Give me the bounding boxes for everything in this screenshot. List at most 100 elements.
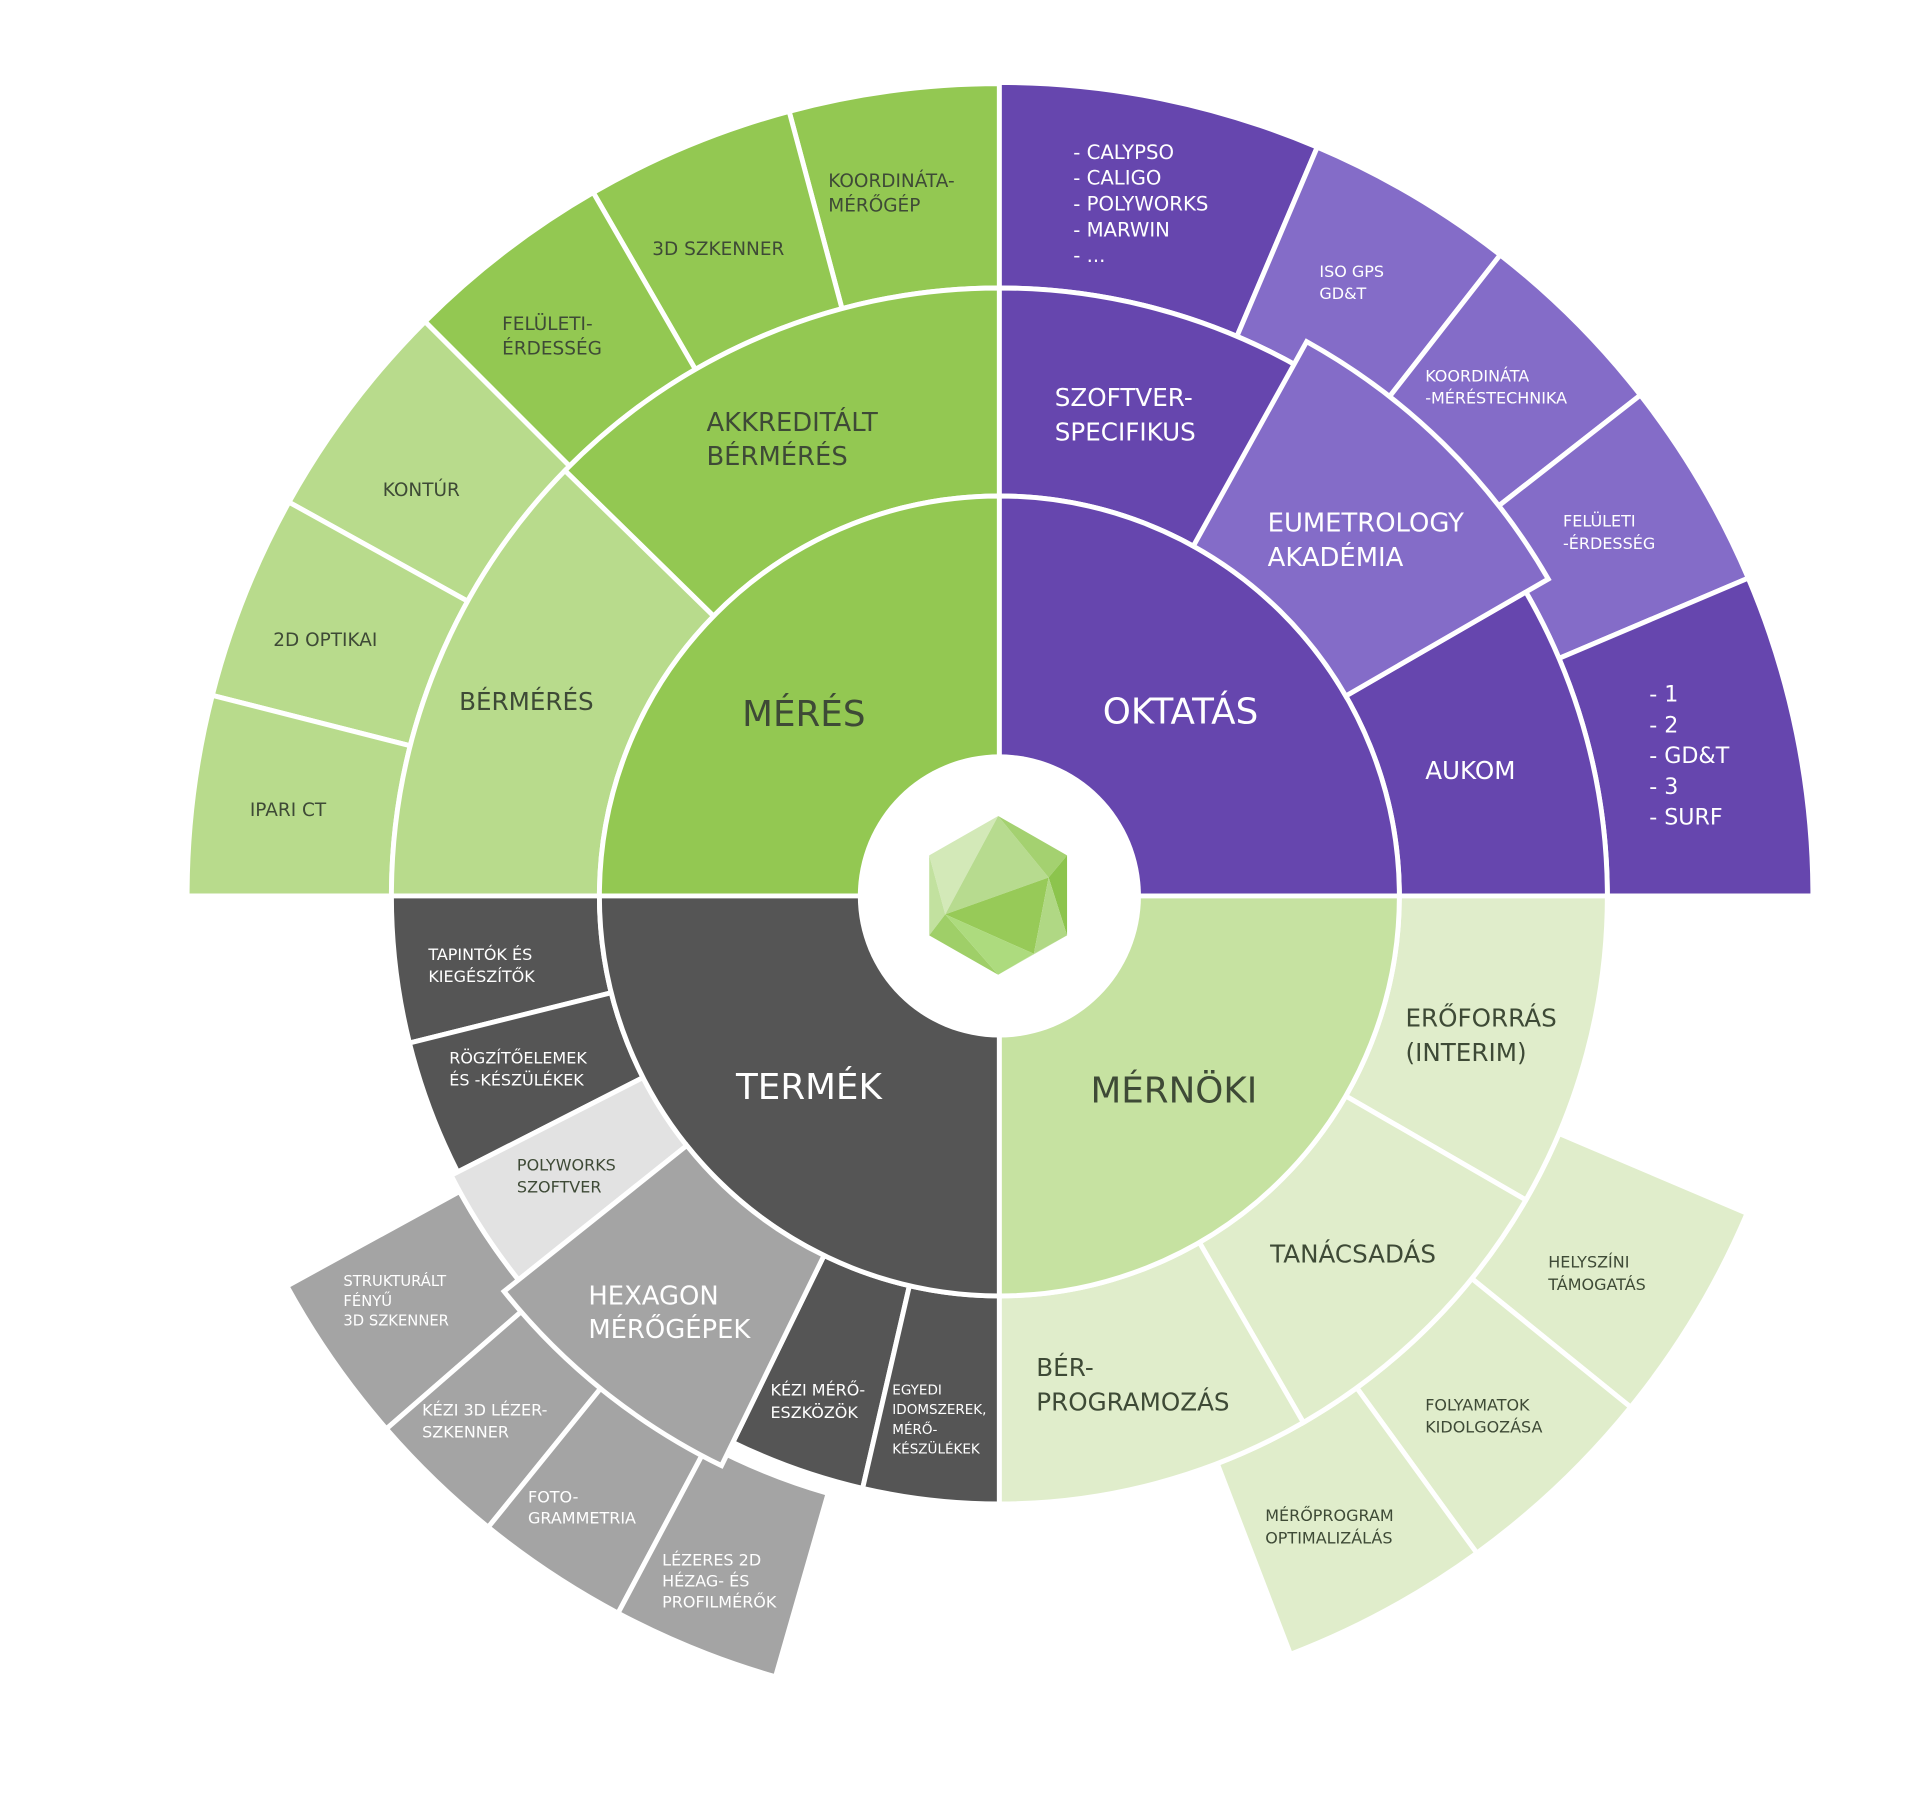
label-line: KÉZI MÉRŐ- (770, 1380, 865, 1400)
label-koordinata-meregep: KOORDINÁTA-MÉRŐGÉP (828, 170, 954, 217)
label-3d-szkenner: 3D SZKENNER (652, 239, 784, 260)
label-line: PROGRAMOZÁS (1036, 1387, 1229, 1416)
label-line: - MARWIN (1073, 218, 1170, 241)
label-kezi-meroeszkozok: KÉZI MÉRŐ- ESZKÖZÖK (770, 1380, 865, 1422)
label-berprogramozas: BÉR-PROGRAMOZÁS (1036, 1353, 1229, 1416)
label-eroforras: ERŐFORRÁS (INTERIM) (1406, 1002, 1557, 1066)
label-line: - SURF (1649, 805, 1722, 831)
logo-facet (998, 815, 1068, 878)
label-line: ÉRDESSÉG (502, 337, 602, 359)
label-line: - 2 (1649, 712, 1678, 738)
hexagon-logo-icon (929, 815, 1068, 975)
label-line: - POLYWORKS (1073, 192, 1208, 215)
label-line: HEXAGON (588, 1282, 718, 1312)
label-termek: TERMÉK (735, 1066, 883, 1108)
label-line: SPECIFIKUS (1055, 418, 1196, 447)
logo-facet (929, 914, 999, 975)
label-szoftver-specifikus: SZOFTVER- SPECIFIKUS (1055, 383, 1196, 446)
label-line: KIEGÉSZÍTŐK (428, 966, 535, 986)
logo-facet (929, 815, 999, 915)
label-line: -MÉRÉSTECHNIKA (1425, 389, 1567, 408)
label-line: MÉRŐ- (892, 1420, 937, 1438)
logo-facet (945, 877, 1049, 954)
label-line: OPTIMALIZÁLÁS (1265, 1528, 1392, 1547)
label-line: KOORDINÁTA- (828, 170, 954, 192)
segment-eumetrology-akademia[interactable] (1189, 338, 1552, 700)
logo-facet (1048, 855, 1068, 936)
label-line: POLYWORKS (517, 1155, 616, 1174)
label-line: FELÜLETI- (502, 313, 592, 335)
label-line: ÉS -KÉSZÜLÉKEK (449, 1070, 584, 1089)
label-line: GRAMMETRIA (528, 1509, 636, 1528)
label-mernoki: MÉRNÖKI (1090, 1070, 1257, 1112)
label-meres: MÉRÉS (742, 693, 865, 735)
label-line: STRUKTURÁLT (343, 1273, 447, 1290)
label-line: - ... (1073, 244, 1105, 267)
label-line: OKTATÁS (1103, 691, 1258, 733)
label-aukom: AUKOM (1425, 756, 1515, 785)
label-line: HELYSZÍNI (1548, 1253, 1629, 1272)
label-line: - GD&T (1649, 743, 1729, 769)
label-line: AKKREDITÁLT (706, 406, 878, 438)
label-line: TERMÉK (735, 1066, 883, 1108)
label-line: KOORDINÁTA (1425, 367, 1529, 386)
label-kontur: KONTÚR (383, 479, 460, 501)
label-line: KÉSZÜLÉKEK (892, 1439, 981, 1457)
label-oktatas: OKTATÁS (1103, 691, 1258, 733)
segment-hexagon-meregepek[interactable] (500, 1142, 828, 1469)
logo-facet (945, 914, 1034, 975)
label-line: - CALIGO (1073, 167, 1161, 190)
label-line: - 1 (1649, 682, 1678, 708)
label-line: BÉRMÉRÉS (459, 687, 594, 716)
segment-lezeres-2d[interactable] (614, 1441, 832, 1680)
label-line: EGYEDI (892, 1382, 942, 1398)
label-line: HÉZAG- ÉS (662, 1571, 749, 1590)
label-line: EUMETROLOGY (1268, 509, 1464, 539)
label-tapintok: TAPINTÓK ÉS KIEGÉSZÍTŐK (427, 945, 535, 986)
label-line: FÉNYŰ (343, 1292, 392, 1310)
label-line: TÁMOGATÁS (1547, 1275, 1646, 1294)
label-line: IPARI CT (250, 800, 327, 821)
logo-facet (945, 815, 1049, 915)
label-line: FOTO- (528, 1488, 578, 1507)
label-line: MÉRŐPROGRAM (1265, 1505, 1393, 1525)
label-line: - 3 (1649, 774, 1678, 800)
label-kezi-3d-lezerszkenner: KÉZI 3D LÉZER-SZKENNER (422, 1400, 547, 1441)
label-tanacsadas: TANÁCSADÁS (1269, 1240, 1436, 1269)
label-bermeres: BÉRMÉRÉS (459, 687, 594, 716)
label-line: AUKOM (1425, 756, 1515, 785)
label-line: (INTERIM) (1406, 1038, 1527, 1067)
label-line: FELÜLETI (1563, 512, 1636, 531)
label-line: AKADÉMIA (1268, 541, 1404, 573)
label-aukom-levels: - 1 - 2 - GD&T - 3 - SURF (1649, 682, 1729, 831)
label-2d-optikai: 2D OPTIKAI (273, 630, 377, 651)
label-line: -ÉRDESSÉG (1563, 534, 1655, 553)
label-line: 3D SZKENNER (652, 239, 784, 260)
label-line: LÉZERES 2D (662, 1550, 761, 1569)
label-line: MÉRNÖKI (1090, 1070, 1257, 1112)
logo-facet (1033, 877, 1068, 954)
label-line: TAPINTÓK ÉS (427, 945, 532, 964)
label-line: SZOFTVER- (1055, 383, 1193, 412)
label-line: KIDOLGOZÁSA (1425, 1418, 1542, 1437)
label-line: 3D SZKENNER (343, 1312, 449, 1329)
logo-facet (929, 855, 946, 936)
label-line: KONTÚR (383, 479, 460, 501)
label-line: ESZKÖZÖK (770, 1403, 858, 1422)
label-rogzitoelemek: RÖGZÍTŐELEMEK ÉS -KÉSZÜLÉKEK (449, 1047, 587, 1089)
label-line: FOLYAMATOK (1425, 1395, 1530, 1414)
label-folyamatok: FOLYAMATOK KIDOLGOZÁSA (1425, 1395, 1542, 1436)
label-line: ERŐFORRÁS (1406, 1002, 1557, 1032)
label-koordinata-merestechnika: KOORDINÁTA -MÉRÉSTECHNIKA (1425, 367, 1567, 408)
label-line: RÖGZÍTŐELEMEK (449, 1047, 587, 1067)
label-line: TANÁCSADÁS (1269, 1240, 1436, 1269)
label-strukturalt-feny: STRUKTURÁLT FÉNYŰ 3D SZKENNER (343, 1273, 449, 1329)
label-line: PROFILMÉRŐK (662, 1591, 777, 1611)
label-feluleti-erdesseg: FELÜLETI-ÉRDESSÉG (502, 313, 602, 360)
